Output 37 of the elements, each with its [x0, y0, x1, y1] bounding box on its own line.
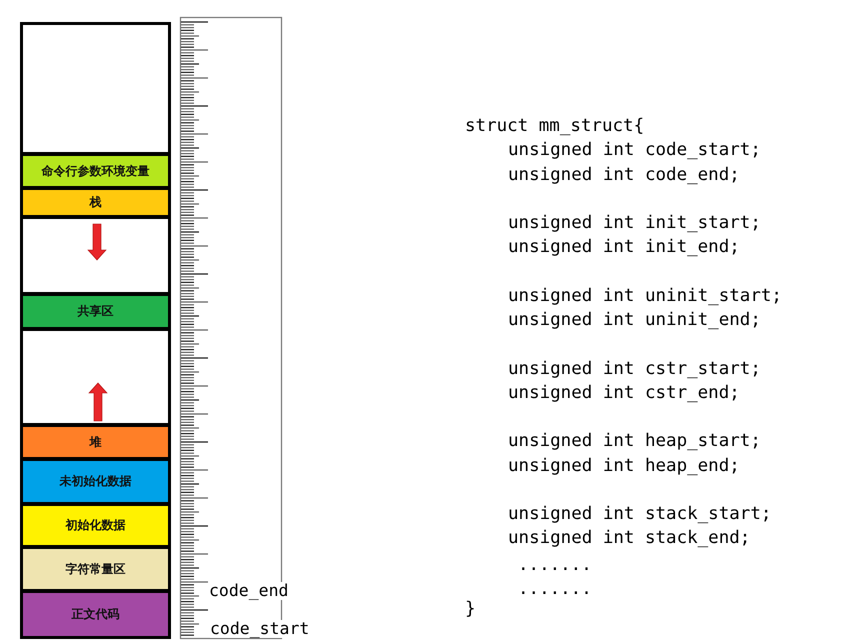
code-line: } — [465, 599, 476, 619]
memory-segment — [20, 187, 171, 218]
empty-segment — [20, 328, 171, 426]
code-line: unsigned int heap_end; — [508, 456, 740, 476]
memory-segment — [20, 458, 171, 505]
segment-label: 堆 — [90, 434, 102, 450]
code-line: unsigned int cstr_start; — [508, 359, 761, 379]
memory-segment — [20, 424, 171, 460]
memory-segment — [20, 546, 171, 592]
code-line: unsigned int init_start; — [508, 213, 761, 233]
memory-segment — [20, 503, 171, 548]
segment-label: 共享区 — [78, 303, 114, 320]
code-line: unsigned int cstr_end; — [508, 383, 740, 403]
segment-label: 未初始化数据 — [60, 473, 132, 490]
memory-segment — [20, 153, 171, 189]
code-line: ....... — [518, 555, 592, 575]
code-line: unsigned int code_start; — [508, 140, 761, 160]
code-line: unsigned int uninit_end; — [508, 310, 761, 330]
code-line: unsigned int stack_start; — [508, 504, 772, 524]
empty-segment — [20, 22, 171, 155]
address-label: code_start — [210, 620, 310, 638]
code-line: struct mm_struct{ — [465, 116, 644, 136]
code-line: unsigned int init_end; — [508, 237, 740, 257]
segment-label: 命令行参数环境变量 — [42, 162, 150, 180]
empty-segment — [20, 216, 171, 295]
code-line: unsigned int code_end; — [508, 165, 740, 185]
code-line: unsigned int heap_start; — [508, 431, 761, 451]
address-label: code_end — [209, 582, 288, 600]
segment-label: 初始化数据 — [66, 517, 126, 534]
memory-segment — [20, 293, 171, 330]
segment-label: 字符常量区 — [66, 560, 126, 578]
code-line: ....... — [518, 579, 592, 599]
code-line: unsigned int stack_end; — [508, 528, 750, 548]
segment-label: 正文代码 — [72, 606, 120, 623]
code-line: unsigned int uninit_start; — [508, 286, 782, 306]
memory-segment — [20, 590, 171, 639]
segment-label: 栈 — [90, 194, 102, 211]
